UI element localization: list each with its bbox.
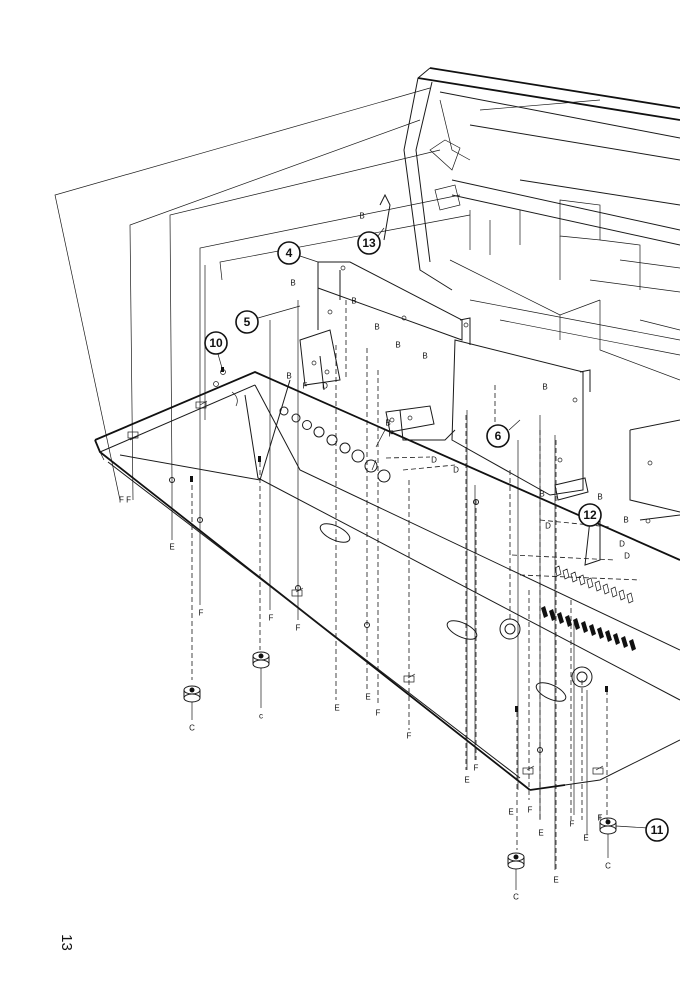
svg-text:F: F xyxy=(269,614,274,623)
svg-text:F: F xyxy=(528,806,533,815)
svg-text:F F: F F xyxy=(119,496,131,505)
bottom-tray xyxy=(94,371,680,791)
svg-text:B: B xyxy=(374,323,379,332)
callout-4: 4 xyxy=(277,241,301,265)
svg-text:E: E xyxy=(538,829,543,838)
svg-text:F: F xyxy=(407,732,412,741)
callout-6: 6 xyxy=(486,424,510,448)
svg-text:B: B xyxy=(395,341,400,350)
svg-text:E: E xyxy=(553,876,558,885)
svg-text:B: B xyxy=(539,490,544,499)
svg-text:F: F xyxy=(303,382,308,391)
svg-text:E: E xyxy=(169,543,174,552)
svg-text:D: D xyxy=(431,456,437,465)
callout-12: 12 xyxy=(578,503,602,527)
svg-text:B: B xyxy=(290,279,295,288)
foot-11 xyxy=(599,817,649,858)
svg-text:12: 12 xyxy=(583,508,597,522)
svg-text:E: E xyxy=(334,704,339,713)
callout-13: 13 xyxy=(357,231,381,255)
svg-text:F: F xyxy=(376,709,381,718)
callout-10: 10 xyxy=(204,331,228,355)
svg-text:B: B xyxy=(623,516,628,525)
svg-text:C: C xyxy=(605,862,611,871)
svg-text:13: 13 xyxy=(362,236,376,250)
bracket-6 xyxy=(451,317,591,501)
svg-text:c: c xyxy=(259,712,263,721)
svg-text:F: F xyxy=(389,430,394,439)
svg-text:F: F xyxy=(199,609,204,618)
svg-text:E: E xyxy=(365,693,370,702)
fastener-lines xyxy=(191,300,641,870)
svg-text:F: F xyxy=(570,820,575,829)
svg-text:D: D xyxy=(545,522,551,531)
foot-mid xyxy=(252,651,270,708)
svg-text:F: F xyxy=(296,624,301,633)
bracket-4 xyxy=(317,261,463,341)
svg-text:D: D xyxy=(624,552,630,561)
svg-text:F: F xyxy=(598,814,603,823)
svg-text:E: E xyxy=(583,834,588,843)
svg-text:D: D xyxy=(453,466,459,475)
callout-5: 5 xyxy=(235,310,259,334)
svg-text:6: 6 xyxy=(495,429,502,443)
svg-text:B: B xyxy=(351,297,356,306)
bracket-5 xyxy=(299,329,341,391)
svg-text:4: 4 xyxy=(286,246,293,260)
svg-text:5: 5 xyxy=(244,315,251,329)
page-number: 13 xyxy=(57,934,75,951)
svg-text:B: B xyxy=(286,372,291,381)
svg-text:C: C xyxy=(189,724,195,733)
letter-labels: F F E F C c F F E E F F E F E F E E F E … xyxy=(119,212,630,902)
misc-parts xyxy=(213,193,391,471)
svg-text:10: 10 xyxy=(209,336,223,350)
svg-text:E: E xyxy=(464,776,469,785)
svg-text:B: B xyxy=(542,383,547,392)
foot-bottom xyxy=(507,852,525,890)
svg-text:D: D xyxy=(619,540,625,549)
svg-text:11: 11 xyxy=(651,823,664,837)
svg-text:B: B xyxy=(385,419,390,428)
screws xyxy=(169,367,608,753)
svg-text:C: C xyxy=(513,893,519,902)
foot-left xyxy=(183,685,201,720)
tray-features xyxy=(127,400,604,775)
small-bracket-10 xyxy=(385,405,456,441)
svg-text:F: F xyxy=(474,764,479,773)
leader-lines xyxy=(171,265,601,870)
projection-lines xyxy=(54,87,601,520)
svg-text:E: E xyxy=(508,808,513,817)
top-cover xyxy=(403,67,680,381)
svg-text:B: B xyxy=(597,493,602,502)
svg-text:D: D xyxy=(322,382,328,391)
svg-text:B: B xyxy=(422,352,427,361)
svg-text:B: B xyxy=(359,212,364,221)
callout-11: 11 xyxy=(645,818,669,842)
